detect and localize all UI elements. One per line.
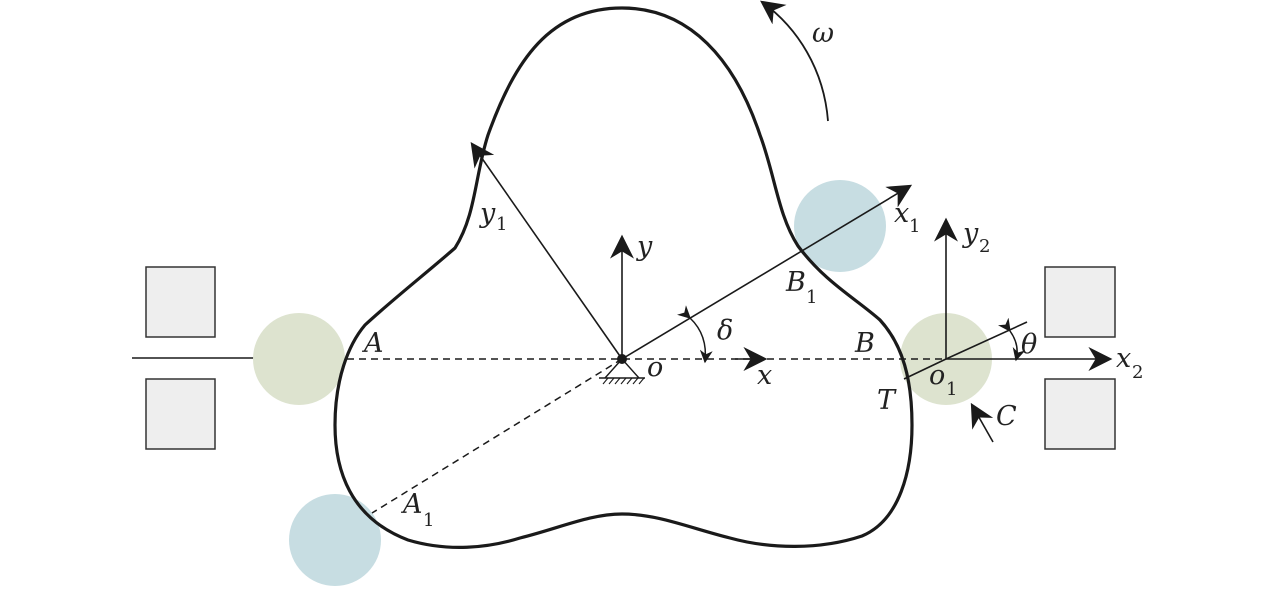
- label-B1-sub: 1: [806, 287, 817, 308]
- label-omega: ω: [812, 18, 834, 49]
- y1-axis: [470, 142, 623, 360]
- label-x: x: [757, 360, 772, 391]
- guide-block-left-top: [145, 266, 216, 338]
- label-y2-sub: 2: [979, 236, 990, 257]
- label-C: C: [996, 401, 1017, 432]
- pivot-leg-right: [621, 358, 640, 379]
- label-y1-sub: 1: [496, 214, 507, 235]
- dashed-line-A1: [371, 358, 623, 514]
- label-T: T: [877, 385, 897, 416]
- roller-B1: [794, 180, 886, 272]
- pivot-leg-left: [604, 358, 623, 379]
- roller-A1: [289, 494, 381, 586]
- theta-angle-arc: [997, 317, 1026, 362]
- label-y: y: [636, 231, 653, 262]
- label-o1-sub: 1: [946, 379, 957, 400]
- label-B: B: [854, 328, 875, 359]
- label-theta: θ: [1021, 329, 1037, 360]
- label-x1-sub: 1: [909, 216, 920, 237]
- omega-rotation-arrow: [760, 0, 829, 122]
- label-A1: A: [400, 489, 423, 520]
- label-A: A: [361, 328, 384, 359]
- label-x2-sub: 2: [1132, 362, 1143, 383]
- cam-profile: [333, 6, 914, 549]
- roller-A: [253, 313, 345, 405]
- label-delta: δ: [717, 315, 733, 346]
- x1-axis: [621, 184, 913, 360]
- label-o1: o: [929, 360, 945, 391]
- label-A1-sub: 1: [423, 510, 434, 531]
- tangent-T-line: [903, 358, 947, 380]
- normal-force-C: [970, 402, 994, 443]
- guide-block-left-bottom: [145, 378, 216, 450]
- label-B1: B: [785, 267, 806, 298]
- guide-block-right-top: [1044, 266, 1116, 338]
- label-o: o: [647, 352, 663, 383]
- label-x2: x: [1116, 343, 1131, 374]
- label-x1: x: [894, 198, 909, 229]
- pivot-hatching: [602, 377, 645, 385]
- delta-angle-arc: [677, 305, 713, 364]
- label-y1: y: [479, 198, 496, 229]
- label-y2: y: [962, 218, 979, 249]
- guide-block-right-bottom: [1044, 378, 1116, 450]
